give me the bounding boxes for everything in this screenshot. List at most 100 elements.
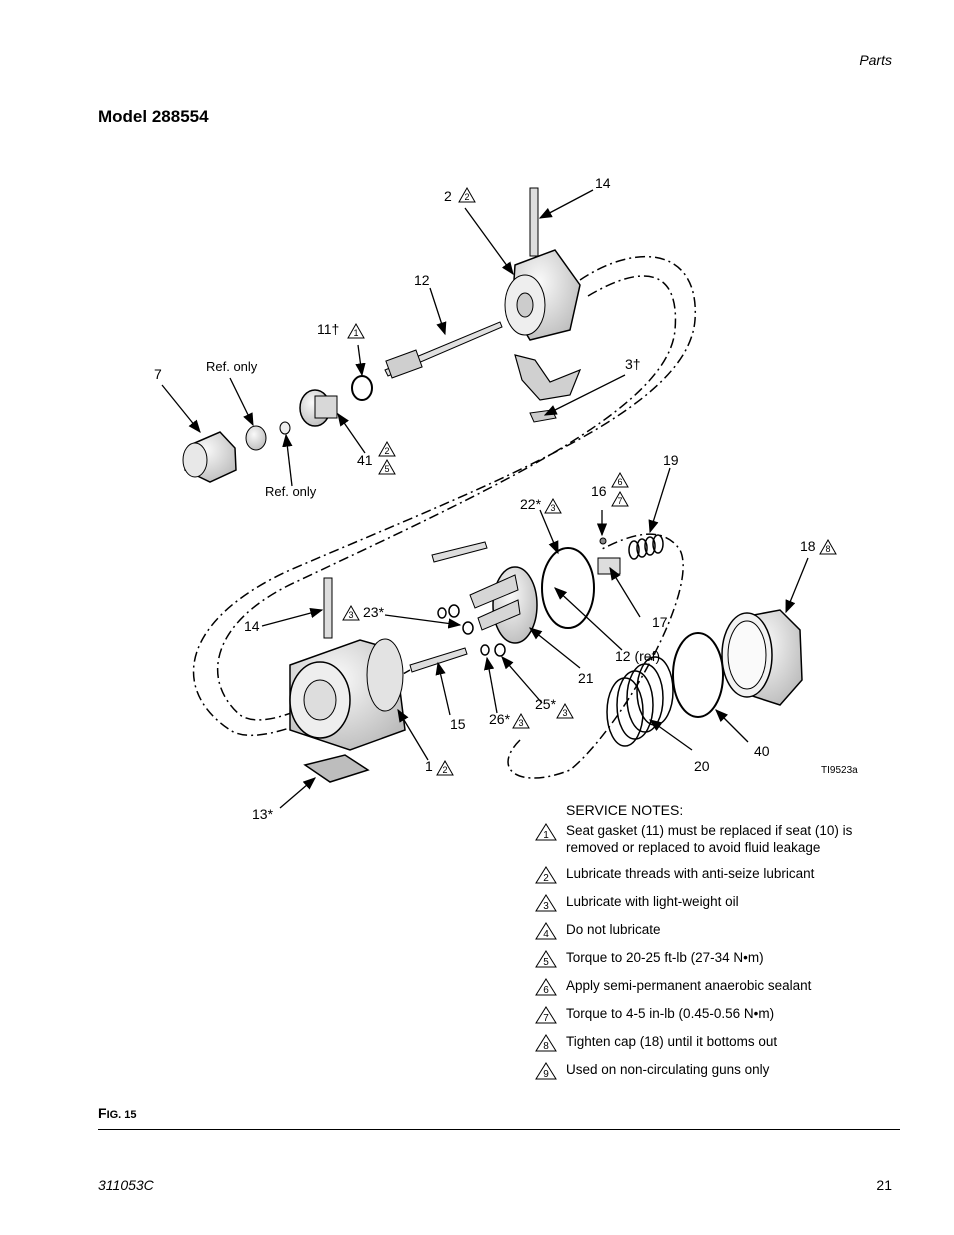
- service-notes-list: 1 Seat gasket (11) must be replaced if se…: [535, 822, 895, 1080]
- callout-11: 11†: [317, 321, 340, 337]
- callout-13: 13*: [252, 806, 274, 822]
- service-notes-title: SERVICE NOTES:: [566, 802, 684, 818]
- note-triangle-icon: 6: [535, 978, 557, 996]
- seat-part: [299, 389, 338, 427]
- service-note-text: Used on non-circulating guns only: [566, 1062, 770, 1077]
- note-triangle: 8: [819, 539, 837, 555]
- note-triangle-icon: 8: [535, 1034, 557, 1052]
- service-notes: SERVICE NOTES: 1 Seat gasket (11) must be…: [535, 802, 895, 1089]
- svg-text:5: 5: [384, 464, 389, 474]
- figure-label-initial: F: [98, 1105, 107, 1121]
- ball-part: [599, 537, 607, 545]
- callout-15: 15: [450, 716, 466, 732]
- washer-part: [279, 421, 291, 435]
- note-triangle: 7: [611, 491, 629, 507]
- callout-22: 22*: [520, 496, 542, 512]
- note-triangle: 3: [544, 498, 562, 514]
- note-triangle: 3: [512, 713, 530, 729]
- note-triangle: 1: [347, 323, 365, 339]
- callout-3: 3†: [625, 356, 641, 372]
- service-note-item: 2 Lubricate threads with anti-seize lubri…: [535, 865, 895, 884]
- service-note-text: Do not lubricate: [566, 922, 661, 937]
- needle-part: [384, 321, 503, 379]
- service-note-item: 3 Lubricate with light-weight oil: [535, 893, 895, 912]
- note-triangle: 3: [556, 703, 574, 719]
- callout-20: 20: [694, 758, 710, 774]
- svg-text:3: 3: [550, 503, 555, 513]
- figure-label-rest: IG. 15: [106, 1109, 137, 1121]
- svg-text:8: 8: [543, 1041, 549, 1052]
- callout-16: 16: [591, 483, 607, 499]
- service-note-text: Seat gasket (11) must be replaced if sea…: [566, 823, 853, 855]
- spring-part: [606, 656, 674, 747]
- svg-text:3: 3: [562, 708, 567, 718]
- callout-25: 25*: [535, 696, 557, 712]
- screw-part: [529, 187, 539, 257]
- svg-text:2: 2: [464, 192, 469, 202]
- svg-text:4: 4: [543, 929, 549, 940]
- service-note-item: 8 Tighten cap (18) until it bottoms out: [535, 1033, 895, 1052]
- callout-12: 12: [414, 272, 430, 288]
- nut-part: [182, 431, 237, 483]
- service-note-text: Lubricate with light-weight oil: [566, 894, 739, 909]
- service-note-item: 4 Do not lubricate: [535, 921, 895, 940]
- gun-head-part: [289, 638, 406, 751]
- note-triangle: 2: [378, 441, 396, 457]
- callout-26: 26*: [489, 711, 511, 727]
- seal-part: [541, 547, 595, 629]
- service-note-item: 1 Seat gasket (11) must be replaced if se…: [535, 822, 895, 856]
- callout-12-ref: 12 (ref): [615, 648, 661, 664]
- svg-text:2: 2: [442, 765, 447, 775]
- svg-text:8: 8: [825, 544, 830, 554]
- exploded-parts-diagram: 2 14 12 11† 7 Ref. only 3† 41 Ref. only …: [140, 170, 860, 830]
- svg-text:7: 7: [543, 1013, 549, 1024]
- note-triangle: 5: [378, 459, 396, 475]
- callout-7: 7: [154, 366, 162, 382]
- svg-text:6: 6: [543, 985, 549, 996]
- svg-text:5: 5: [543, 957, 549, 968]
- o-rings: [437, 604, 506, 657]
- svg-text:9: 9: [543, 1069, 549, 1080]
- svg-text:1: 1: [543, 830, 549, 841]
- callout-21: 21: [578, 670, 594, 686]
- callout-19: 19: [663, 452, 679, 468]
- callout-14: 14: [244, 618, 260, 634]
- pin-part: [409, 647, 468, 673]
- o-ring-part: [672, 632, 724, 718]
- pin-part: [431, 541, 488, 563]
- document-number: 311053C: [98, 1177, 154, 1193]
- note-triangle-icon: 2: [535, 866, 557, 884]
- figure-label: FIG. 15: [98, 1105, 137, 1121]
- note-triangle: 2: [458, 187, 476, 203]
- note-triangle: 3: [342, 605, 360, 621]
- ring-part: [245, 425, 267, 451]
- service-note-text: Tighten cap (18) until it bottoms out: [566, 1034, 778, 1049]
- callout-1: 1: [425, 758, 433, 774]
- parts-drawing: [161, 187, 809, 809]
- gasket-part: [303, 754, 370, 783]
- note-triangle-icon: 5: [535, 950, 557, 968]
- note-triangle-icon: 7: [535, 1006, 557, 1024]
- service-note-item: 9 Used on non-circulating guns only: [535, 1061, 895, 1080]
- svg-text:3: 3: [543, 901, 549, 912]
- seat-gasket-part: [351, 375, 373, 401]
- service-note-text: Lubricate threads with anti-seize lubric…: [566, 866, 815, 881]
- cylinder-part: [504, 249, 581, 341]
- note-triangle-icon: 3: [535, 894, 557, 912]
- callout-41: 41: [357, 452, 373, 468]
- note-triangle-icon: 4: [535, 922, 557, 940]
- screw-part: [323, 577, 333, 639]
- leader-lines: [161, 189, 809, 809]
- callout-ref-only-top: Ref. only: [206, 359, 258, 374]
- bracket-part: [514, 354, 582, 401]
- section-header: Parts: [859, 52, 892, 68]
- svg-text:6: 6: [617, 477, 622, 487]
- note-triangle: 2: [436, 760, 454, 776]
- figure-reference-id: TI9523a: [821, 765, 858, 776]
- callout-14-top: 14: [595, 175, 611, 191]
- page-number: 21: [876, 1177, 892, 1193]
- note-triangle: 6: [611, 472, 629, 488]
- callout-2: 2: [444, 188, 452, 204]
- service-note-text: Torque to 4-5 in-lb (0.45-0.56 N•m): [566, 1006, 775, 1021]
- piston-part: [597, 557, 621, 575]
